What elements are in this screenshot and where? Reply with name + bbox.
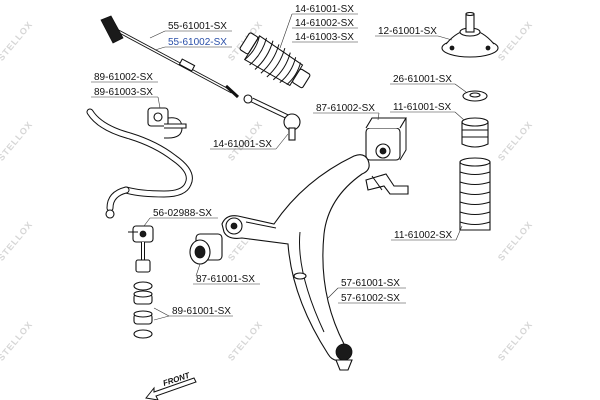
label-arm-bush-rear: 87-61002-SX	[313, 103, 380, 121]
watermark-logo: STELLOX	[0, 219, 35, 263]
label-control-arm-b: 57-61002-SX	[327, 287, 406, 304]
svg-text:55-61001-SX: 55-61001-SX	[168, 21, 227, 32]
svg-text:57-61002-SX: 57-61002-SX	[341, 293, 400, 304]
watermark-logo: STELLOX	[496, 219, 535, 263]
front-direction-indicator: FRONT	[145, 370, 197, 400]
link-bush-set[interactable]	[133, 281, 153, 339]
label-tie-rod-a: 55-61001-SX	[149, 21, 232, 39]
svg-text:14-61002-SX: 14-61002-SX	[295, 18, 354, 29]
svg-text:12-61001-SX: 12-61001-SX	[378, 26, 437, 37]
svg-text:14-61003-SX: 14-61003-SX	[295, 32, 354, 43]
rear-arm-bush[interactable]	[365, 117, 409, 195]
stabilizer-link[interactable]	[128, 225, 154, 273]
control-arm[interactable]	[221, 154, 370, 371]
label-bump-stop: 11-61001-SX	[390, 102, 465, 121]
svg-text:87-61001-SX: 87-61001-SX	[196, 274, 255, 285]
label-dust-cover: 11-61002-SX	[391, 225, 463, 241]
stabilizer-bush[interactable]	[147, 107, 187, 139]
label-bearing: 26-61001-SX	[390, 74, 467, 93]
svg-text:89-61002-SX: 89-61002-SX	[94, 72, 153, 83]
watermark-logo: STELLOX	[0, 119, 35, 163]
label-boot-c: 14-61003-SX	[279, 13, 358, 49]
label-stab-link: 56-02988-SX	[143, 208, 218, 227]
label-link-bush: 89-61001-SX	[153, 306, 233, 321]
svg-text:STELLOX: STELLOX	[496, 219, 535, 263]
svg-text:57-61001-SX: 57-61001-SX	[341, 278, 400, 289]
label-strut-mount: 12-61001-SX	[375, 26, 453, 41]
watermark-logo: STELLOX	[0, 19, 35, 63]
svg-text:STELLOX: STELLOX	[496, 19, 535, 63]
svg-text:STELLOX: STELLOX	[226, 319, 265, 363]
svg-text:STELLOX: STELLOX	[496, 319, 535, 363]
bump-stop[interactable]	[461, 117, 489, 148]
svg-text:89-61003-SX: 89-61003-SX	[94, 87, 153, 98]
svg-text:11-61002-SX: 11-61002-SX	[394, 230, 453, 241]
tie-rod[interactable]	[100, 15, 240, 99]
front-arm-bush[interactable]	[189, 233, 223, 265]
strut-bearing[interactable]	[462, 90, 488, 102]
watermark-logo: STELLOX	[496, 319, 535, 363]
watermark-logo: STELLOX	[226, 319, 265, 363]
svg-text:14-61001-SX: 14-61001-SX	[295, 4, 354, 15]
steering-boot[interactable]	[235, 28, 316, 96]
svg-text:STELLOX: STELLOX	[0, 219, 35, 263]
label-tie-rod-end: 14-61001-SX	[210, 133, 289, 150]
label-boot-a: 14-61001-SX	[292, 4, 358, 15]
svg-text:56-02988-SX: 56-02988-SX	[153, 208, 212, 219]
watermark-logo: STELLOX	[496, 19, 535, 63]
svg-text:55-61002-SX: 55-61002-SX	[168, 37, 227, 48]
watermark-logo: STELLOX	[0, 319, 35, 363]
svg-text:87-61002-SX: 87-61002-SX	[316, 103, 375, 114]
svg-text:STELLOX: STELLOX	[0, 119, 35, 163]
stabilizer-bar[interactable]	[86, 108, 193, 219]
svg-text:STELLOX: STELLOX	[496, 119, 535, 163]
svg-text:11-61001-SX: 11-61001-SX	[393, 102, 452, 113]
svg-text:26-61001-SX: 26-61001-SX	[393, 74, 452, 85]
label-stab-bush-b: 89-61003-SX	[91, 87, 161, 109]
watermark-layer: STELLOX STELLOX STELLOX STELLOX STELLOX STELL…	[0, 19, 535, 363]
svg-text:STELLOX: STELLOX	[0, 319, 35, 363]
label-control-arm-a: 57-61001-SX	[338, 278, 406, 289]
strut-mount[interactable]	[441, 11, 499, 58]
svg-text:STELLOX: STELLOX	[0, 19, 35, 63]
label-boot-b: 14-61002-SX	[292, 18, 358, 29]
watermark-logo: STELLOX	[496, 119, 535, 163]
tie-rod-end[interactable]	[243, 94, 301, 141]
svg-text:14-61001-SX: 14-61001-SX	[213, 139, 272, 150]
dust-cover[interactable]	[459, 157, 491, 231]
label-stab-bush-a: 89-61002-SX	[91, 72, 158, 83]
label-tie-rod-b: 55-61002-SX	[154, 37, 232, 51]
label-arm-bush-front: 87-61001-SX	[193, 263, 260, 285]
svg-text:89-61001-SX: 89-61001-SX	[172, 306, 231, 317]
